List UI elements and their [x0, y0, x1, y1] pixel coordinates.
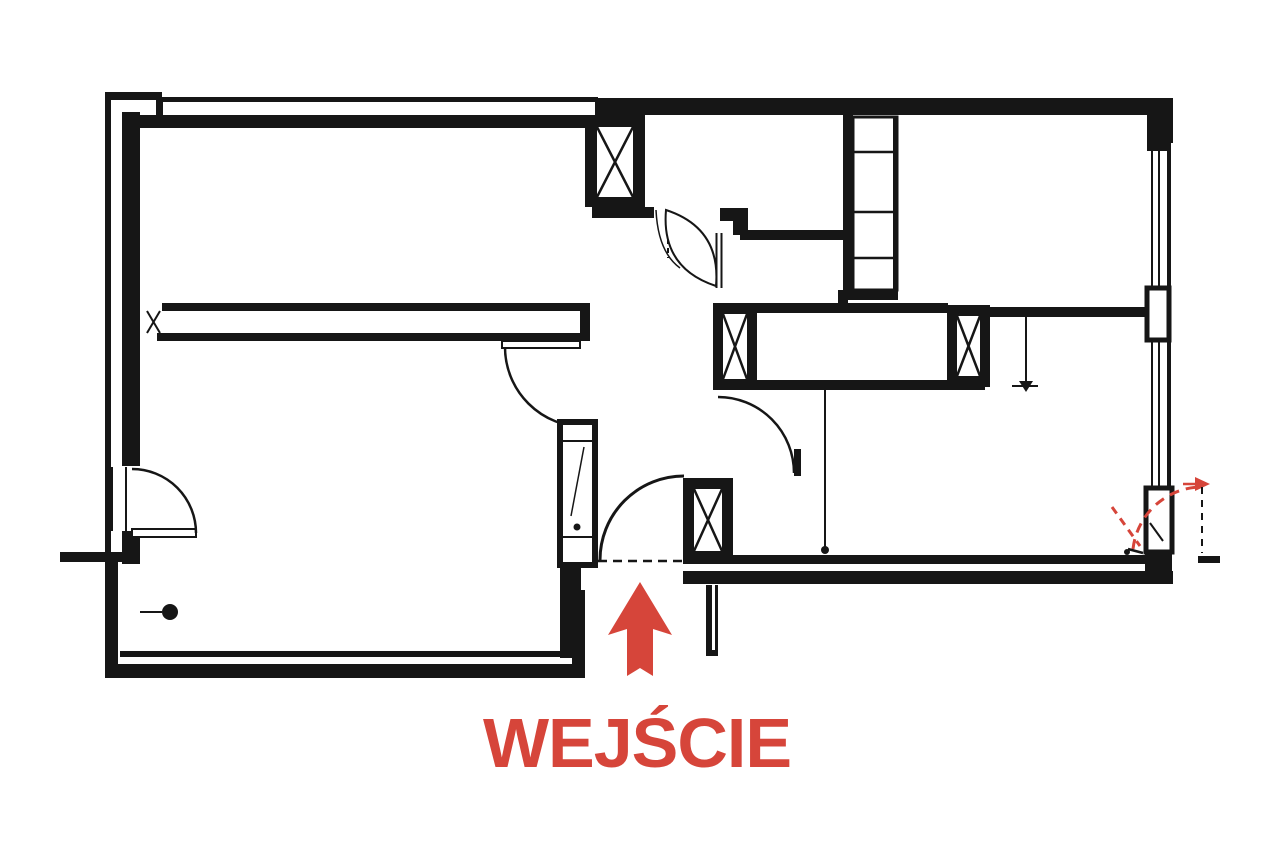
- balcony-door-jamb: [1143, 485, 1175, 555]
- porch-wall: [706, 650, 718, 656]
- wall: [572, 590, 585, 678]
- window: [1158, 143, 1160, 290]
- window: [1151, 143, 1153, 290]
- walls: [60, 98, 1220, 678]
- entrance-label: WEJŚCIE: [482, 704, 792, 782]
- wall: [838, 290, 898, 300]
- doors: [111, 208, 801, 563]
- wall: [843, 113, 853, 300]
- wall: [140, 115, 586, 128]
- porch-wall: [715, 585, 718, 656]
- window-frame: [1147, 143, 1168, 151]
- wall: [105, 664, 585, 678]
- ventilation-shaft: [585, 115, 645, 207]
- wall: [1147, 98, 1173, 143]
- proposed-door-swing: [1110, 477, 1210, 555]
- wall: [592, 207, 654, 218]
- wall: [105, 552, 118, 678]
- door-leaf-line: [1149, 522, 1164, 542]
- kitchen-cabinets: [851, 115, 899, 292]
- wall-tick: [1198, 556, 1220, 563]
- ventilation-shafts: [585, 115, 990, 562]
- wall: [740, 230, 845, 240]
- exterior-outline: [105, 92, 1171, 557]
- wall: [60, 552, 122, 562]
- wall: [120, 651, 563, 657]
- ventilation-shaft: [947, 305, 990, 387]
- window-pier: [1144, 285, 1172, 343]
- door-left-exterior: [111, 467, 198, 538]
- wall-break-mark: [146, 310, 161, 334]
- hall-cabinet: [557, 419, 598, 568]
- window: [1151, 338, 1153, 488]
- porch-wall: [706, 585, 712, 656]
- wall: [990, 307, 1147, 317]
- ventilation-shaft: [713, 303, 757, 390]
- wall: [1145, 550, 1172, 584]
- wall: [122, 531, 140, 564]
- wall: [683, 555, 1150, 564]
- lamp-symbol: [140, 604, 178, 620]
- wall: [838, 290, 848, 313]
- wall: [162, 303, 590, 311]
- door-living-room: [717, 395, 801, 476]
- wall: [713, 303, 948, 313]
- wall: [595, 98, 1173, 115]
- wall: [157, 333, 590, 341]
- door-kitchen-swing: [655, 208, 723, 288]
- windows: [1143, 143, 1175, 555]
- wall: [122, 112, 140, 466]
- swing-direction-arrow-icon: [1195, 477, 1210, 491]
- wall-pillar: [720, 208, 748, 235]
- dimension-marker: [1012, 317, 1038, 392]
- wall: [713, 380, 985, 390]
- wall: [683, 571, 1173, 584]
- entrance-arrow-icon: [608, 582, 672, 676]
- wall: [580, 303, 590, 341]
- ventilation-shaft: [683, 478, 733, 562]
- window: [1158, 338, 1160, 488]
- door-middle-wall: [501, 340, 586, 429]
- room-divider-line: [821, 390, 829, 554]
- door-entrance: [598, 474, 685, 563]
- annotations: [140, 310, 1038, 620]
